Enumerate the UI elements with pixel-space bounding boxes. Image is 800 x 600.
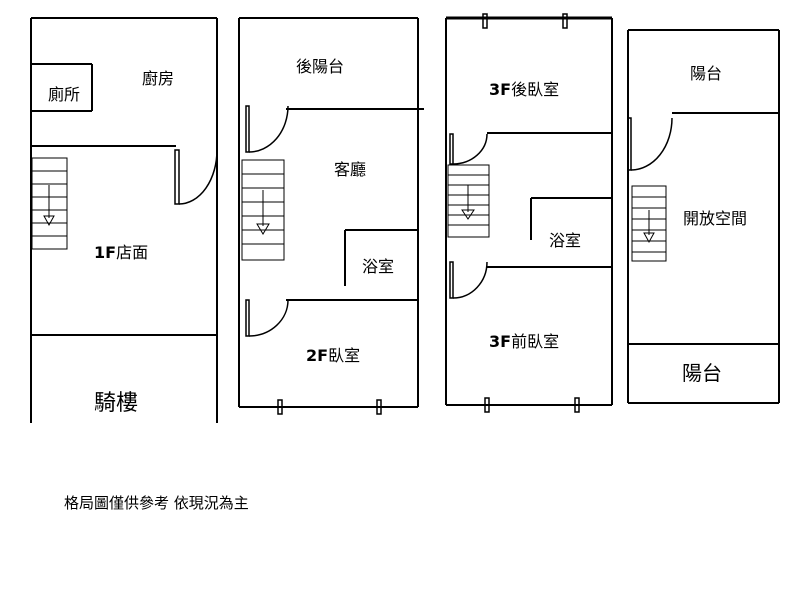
floor-2-staircase — [241, 159, 285, 261]
f3-bathroom-label: 浴室 — [549, 231, 581, 250]
floor-4-walls — [627, 29, 780, 404]
shop-label: 1F店面 — [94, 243, 148, 262]
shop-level: 1F — [94, 243, 116, 262]
rear-bedroom-label: 3F後臥室 — [489, 80, 559, 99]
rear-balcony-label: 後陽台 — [296, 57, 344, 76]
arcade-label: 騎樓 — [94, 391, 138, 416]
front-bedroom-name: 前臥室 — [511, 332, 559, 351]
floor-1-staircase — [31, 157, 68, 250]
shop-name: 店面 — [116, 243, 148, 262]
front-bedroom-level: 3F — [489, 332, 511, 351]
kitchen-label: 廚房 — [142, 69, 174, 88]
open-space-label: 開放空間 — [683, 209, 747, 228]
f2-bathroom-label: 浴室 — [362, 257, 394, 276]
top-balcony-label: 陽台 — [690, 64, 722, 83]
floor-2-walls — [238, 17, 424, 408]
floor-4-door — [627, 117, 673, 171]
f2-bedroom-level: 2F — [306, 346, 328, 365]
f2-bedroom-name: 臥室 — [328, 346, 360, 365]
floor-4-staircase — [631, 185, 667, 262]
f2-bedroom-label: 2F臥室 — [306, 346, 360, 365]
toilet-label: 廁所 — [48, 85, 80, 104]
rear-bedroom-name: 後臥室 — [511, 80, 559, 99]
disclaimer-note: 格局圖僅供參考 依現況為主 — [64, 494, 249, 512]
floor-1-walls — [30, 17, 218, 423]
floor-3-doors — [449, 13, 580, 413]
floor-1-door — [174, 149, 218, 205]
floor-3-walls — [445, 16, 613, 406]
floor-3-staircase — [447, 164, 490, 238]
front-bedroom-label: 3F前臥室 — [489, 332, 559, 351]
rear-bedroom-level: 3F — [489, 80, 511, 99]
living-room-label: 客廳 — [334, 160, 366, 179]
floor-2-doors — [245, 105, 382, 415]
bottom-balcony-label: 陽台 — [682, 361, 722, 385]
